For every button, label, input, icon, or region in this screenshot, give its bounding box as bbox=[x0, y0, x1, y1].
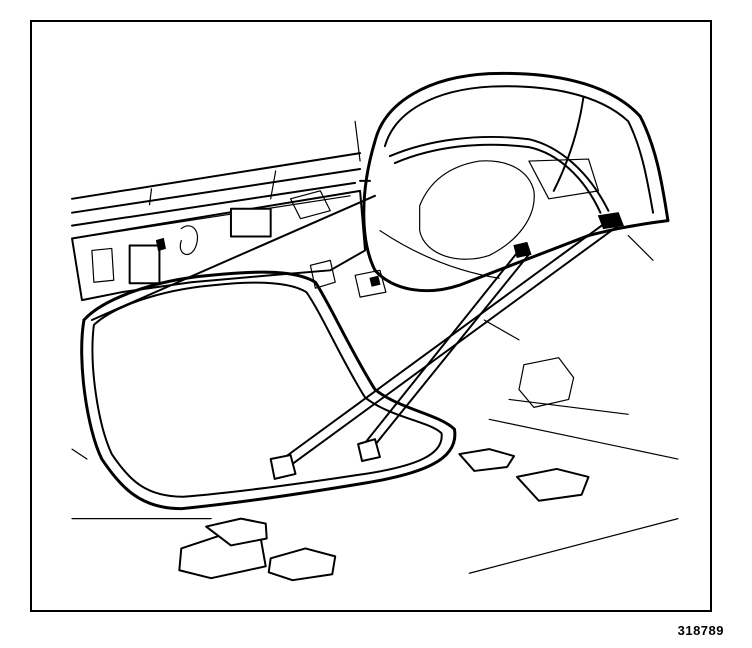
illustration-frame bbox=[30, 20, 712, 612]
figure-number: 318789 bbox=[677, 623, 724, 638]
trunk-lid bbox=[362, 71, 670, 293]
lid-cable bbox=[90, 120, 654, 341]
trunk-lid-illustration bbox=[71, 71, 679, 582]
trunk-floor bbox=[71, 398, 679, 574]
latch-assembly bbox=[309, 259, 575, 408]
floor-pads bbox=[178, 448, 590, 582]
rear-body-panel bbox=[71, 189, 367, 302]
trunk-opening-seal bbox=[80, 270, 457, 511]
lid-support-struts bbox=[269, 95, 624, 480]
rear-window-header bbox=[71, 152, 362, 237]
